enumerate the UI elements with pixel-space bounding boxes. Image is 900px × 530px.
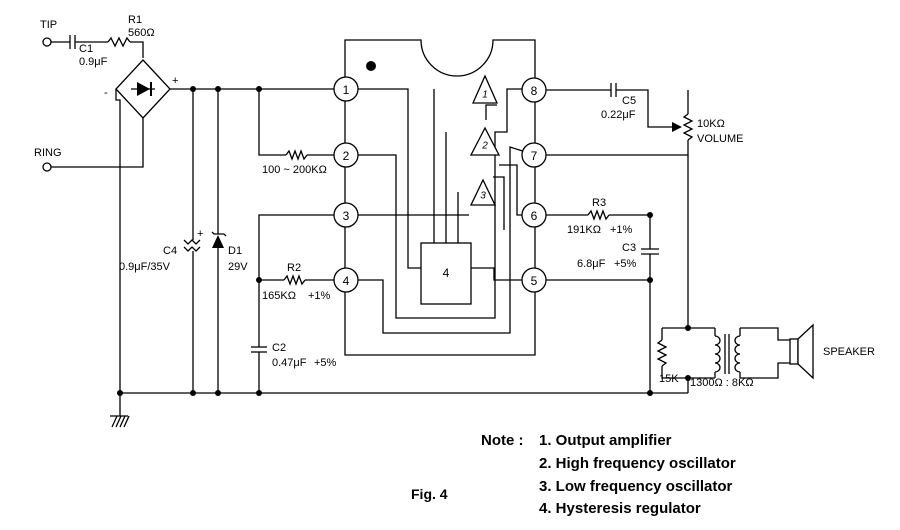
- output-amplifier-1: 1: [471, 74, 499, 104]
- c5-value: 0.22μF: [601, 109, 636, 121]
- svg-text:3: 3: [343, 209, 350, 223]
- capacitor-c1: [69, 35, 76, 49]
- svg-text:2: 2: [481, 141, 488, 152]
- c4-plus-label: +: [197, 228, 203, 240]
- figure-label: Fig. 4: [411, 486, 448, 502]
- volume-value: 10KΩ: [697, 118, 725, 130]
- resistor-r2: [283, 274, 306, 286]
- c2-tol: +5%: [314, 357, 337, 369]
- ic-pin-4: 4: [333, 267, 359, 293]
- ic-package: [344, 39, 536, 356]
- hf-oscillator-2: 2: [469, 126, 501, 156]
- capacitor-c5: [610, 83, 617, 97]
- resistor-r3: [587, 209, 610, 221]
- note-heading: Note :: [481, 432, 524, 449]
- svg-text:2: 2: [343, 149, 350, 163]
- svg-text:4: 4: [343, 274, 350, 288]
- volume-potentiometer: [682, 113, 694, 141]
- ground-symbol: [110, 393, 130, 428]
- tip-terminal: [42, 37, 52, 47]
- capacitor-c4: [183, 239, 201, 252]
- r1-value: 560Ω: [128, 27, 155, 39]
- svg-text:6: 6: [531, 209, 538, 223]
- bridge-minus-label: -: [104, 87, 108, 99]
- ring-terminal: [42, 162, 52, 172]
- note-item-2: 2. High frequency oscillator: [539, 455, 736, 472]
- r15k-value: 15K: [659, 373, 679, 385]
- svg-text:4: 4: [443, 266, 450, 280]
- ring-label: RING: [34, 147, 62, 159]
- ic-pin-8: 8: [521, 77, 547, 103]
- speaker-label: SPEAKER: [823, 346, 875, 358]
- r2-ref: R2: [287, 262, 301, 274]
- bridge-plus-label: +: [172, 75, 178, 87]
- r3-value: 191KΩ: [567, 224, 601, 236]
- volume-label: VOLUME: [697, 133, 743, 145]
- r3-tol: +1%: [610, 224, 633, 236]
- svg-text:1: 1: [482, 90, 488, 101]
- svg-text:1: 1: [343, 83, 350, 97]
- r3-ref: R3: [592, 197, 606, 209]
- capacitor-c3: [641, 248, 659, 255]
- c4-ref: C4: [163, 245, 177, 257]
- lf-oscillator-3: 3: [469, 178, 497, 206]
- pin1-indicator: [366, 61, 376, 71]
- r2-tol: +1%: [308, 290, 331, 302]
- diode-bridge: [115, 59, 171, 119]
- ic-pin-5: 5: [521, 267, 547, 293]
- c2-value: 0.47μF: [272, 357, 307, 369]
- ic-pin-6: 6: [521, 202, 547, 228]
- r-bias-value: 100 ~ 200KΩ: [262, 164, 327, 176]
- resistor-15k: [656, 339, 668, 367]
- ic-pin-2: 2: [333, 142, 359, 168]
- d1-ref: D1: [228, 245, 242, 257]
- output-transformer: [714, 328, 741, 378]
- c1-value: 0.9μF: [79, 56, 108, 68]
- speaker: [789, 323, 814, 380]
- resistor-bias: [285, 149, 308, 161]
- note-item-4: 4. Hysteresis regulator: [539, 500, 701, 517]
- c4-value: 0.9μF/35V: [119, 261, 171, 273]
- c3-value: 6.8μF: [577, 258, 606, 270]
- note-item-3: 3. Low frequency oscillator: [539, 478, 733, 495]
- c5-ref: C5: [622, 95, 636, 107]
- note-item-1: 1. Output amplifier: [539, 432, 672, 449]
- ic-pin-1: 1: [333, 76, 359, 102]
- r1-ref: R1: [128, 14, 142, 26]
- transformer-value: 1300Ω : 8KΩ: [690, 377, 754, 389]
- c1-ref: C1: [79, 43, 93, 55]
- svg-text:8: 8: [531, 84, 538, 98]
- svg-text:7: 7: [531, 149, 538, 163]
- c3-tol: +5%: [614, 258, 637, 270]
- resistor-r1: [107, 36, 131, 48]
- svg-text:3: 3: [480, 191, 486, 202]
- ic-pin-3: 3: [333, 202, 359, 228]
- capacitor-c2: [251, 346, 267, 353]
- c3-ref: C3: [622, 242, 636, 254]
- ic-pin-7: 7: [521, 142, 547, 168]
- tip-label: TIP: [40, 19, 57, 31]
- d1-value: 29V: [228, 261, 248, 273]
- zener-diode-d1: [211, 231, 227, 248]
- hysteresis-regulator-4: 4: [420, 242, 472, 305]
- c2-ref: C2: [272, 342, 286, 354]
- r2-value: 165KΩ: [262, 290, 296, 302]
- svg-text:5: 5: [531, 274, 538, 288]
